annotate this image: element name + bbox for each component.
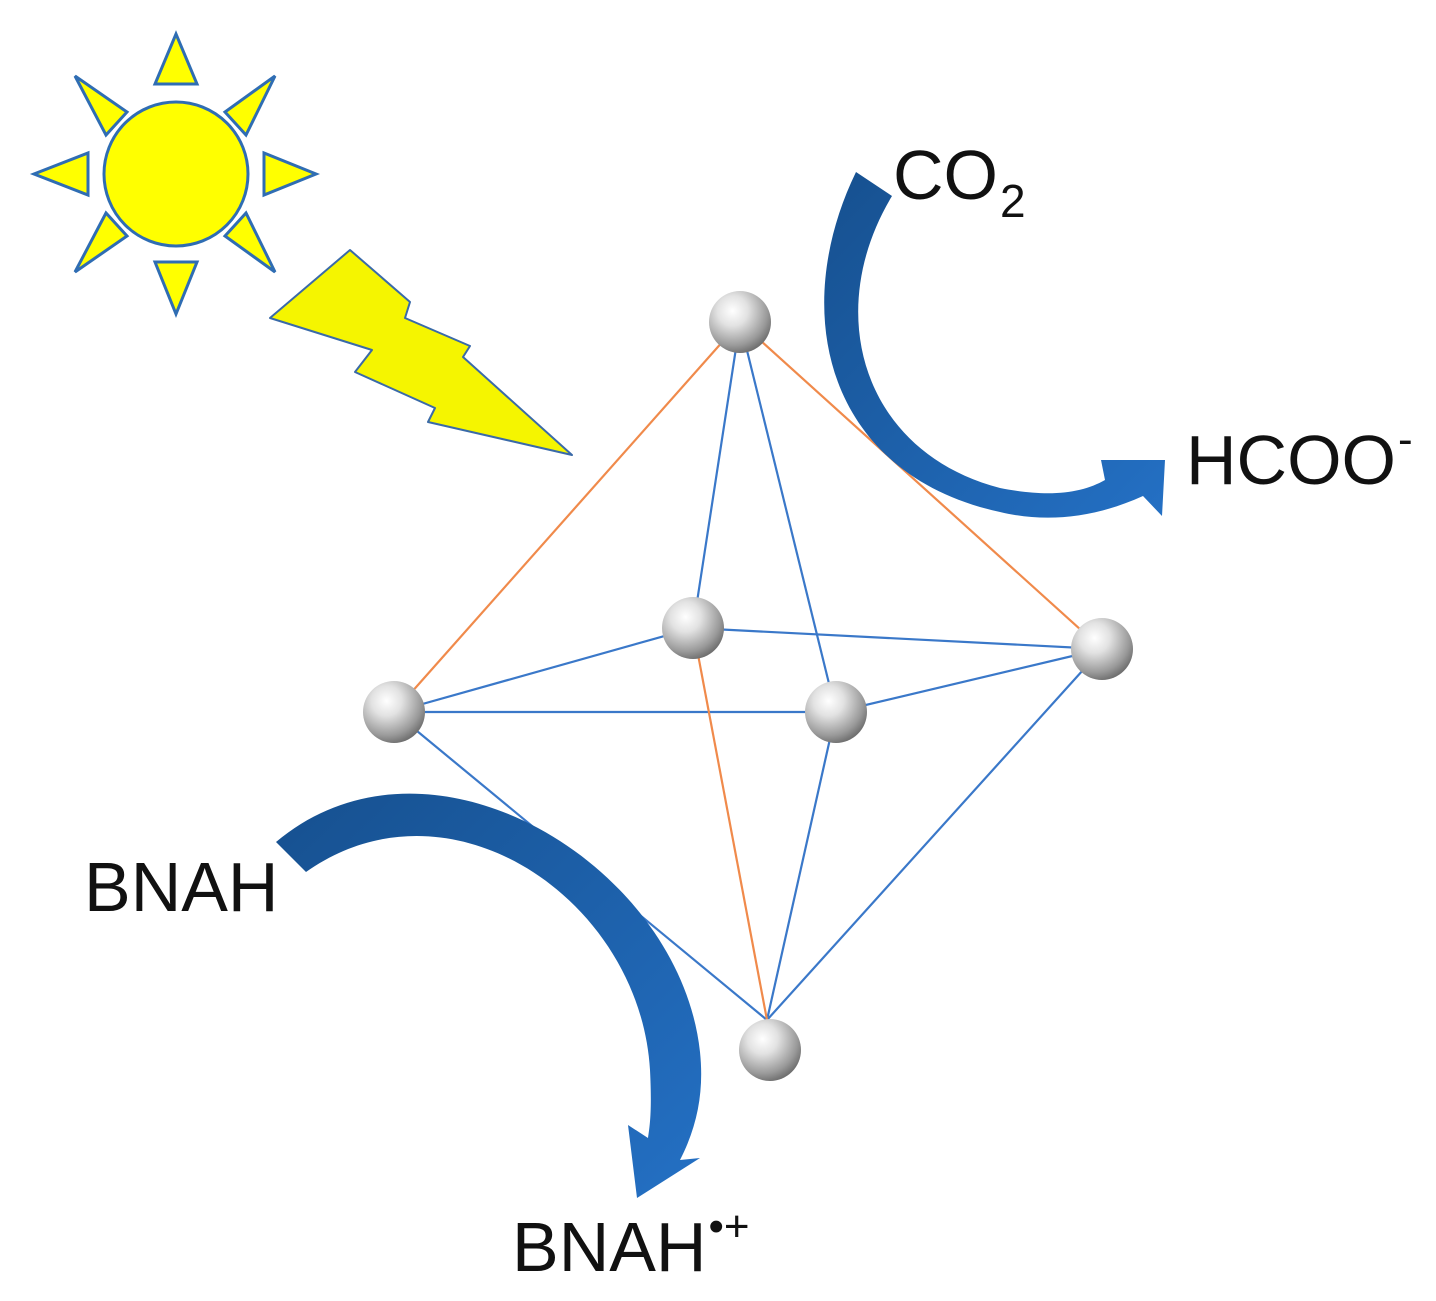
bnah-label-text: BNAH bbox=[84, 848, 279, 926]
sun-icon bbox=[29, 30, 321, 319]
bnah-radical-cation-label: BNAH•+ bbox=[512, 1202, 750, 1283]
edge bbox=[765, 711, 838, 1021]
bnah-radical-cation-main: BNAH bbox=[512, 1208, 707, 1286]
bnah-radical-cation-superscript: •+ bbox=[708, 1202, 750, 1251]
co2-label: CO2 bbox=[893, 140, 1026, 224]
octahedron-nodes bbox=[363, 291, 1133, 1081]
co2-label-main: CO bbox=[893, 136, 998, 214]
node-front bbox=[805, 681, 867, 743]
edge bbox=[739, 321, 1103, 650]
co2-label-subscript: 2 bbox=[1000, 175, 1026, 227]
lightning-bolt-icon bbox=[269, 249, 573, 456]
edge bbox=[738, 321, 838, 713]
bnah-oxidation-arrow bbox=[276, 793, 702, 1198]
edge bbox=[692, 626, 1103, 651]
sun-rays bbox=[29, 30, 321, 319]
node-left bbox=[363, 681, 425, 743]
bnah-label: BNAH bbox=[84, 852, 278, 922]
formate-label: HCOO- bbox=[1186, 415, 1413, 496]
edge bbox=[691, 627, 769, 1021]
edge bbox=[766, 648, 1103, 1021]
edge bbox=[835, 647, 1103, 714]
edge bbox=[393, 321, 741, 713]
node-right bbox=[1071, 618, 1133, 680]
co2-to-formate-arrow bbox=[824, 172, 1165, 518]
formate-label-main: HCOO bbox=[1186, 421, 1396, 499]
formate-label-superscript: - bbox=[1398, 415, 1413, 464]
node-top bbox=[709, 291, 771, 353]
edge bbox=[393, 626, 694, 714]
node-back bbox=[662, 597, 724, 659]
edge bbox=[691, 321, 742, 629]
node-bottom bbox=[739, 1019, 801, 1081]
sun-disk bbox=[102, 100, 250, 248]
